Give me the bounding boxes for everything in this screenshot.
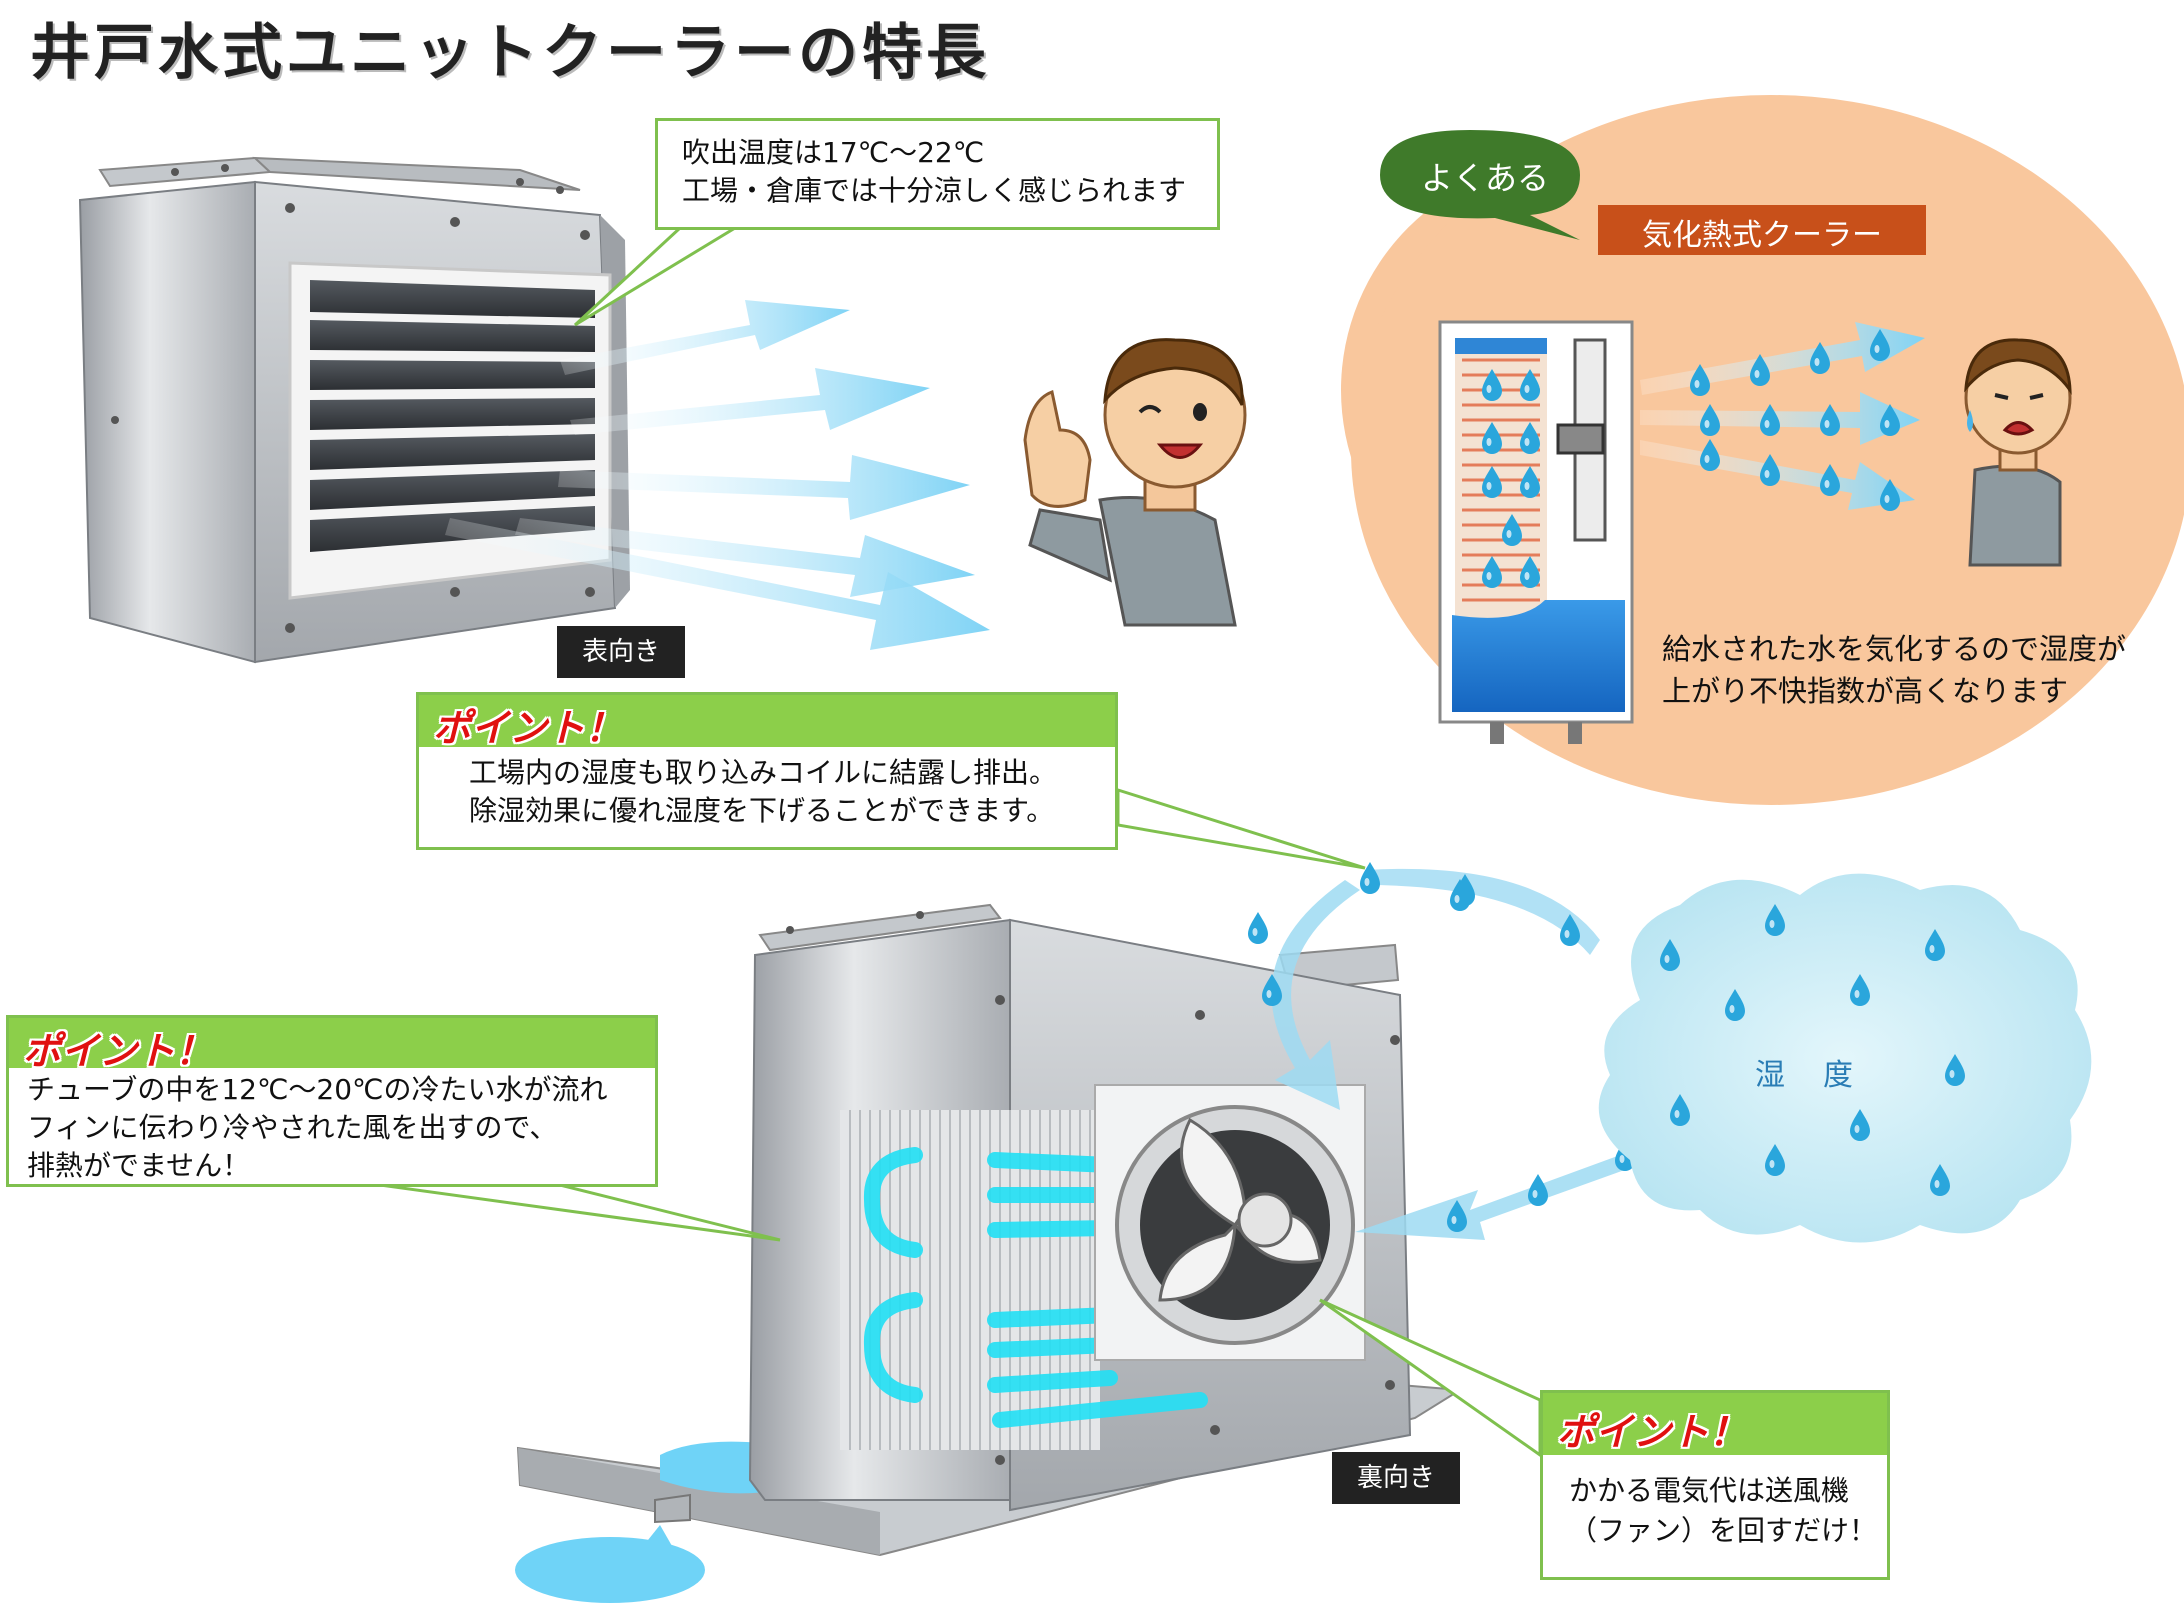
point3-callout: ポイント！ かかる電気代は送風機 （ファン）を回すだけ！ xyxy=(1540,1390,1890,1580)
outlet-temp-line1: 吹出温度は17℃～22℃ xyxy=(682,136,985,169)
point1-header: ポイント！ xyxy=(419,695,1115,750)
front-unit-cooler xyxy=(78,156,630,664)
point1-head-text: ポイント！ xyxy=(433,706,624,750)
point2-line2: フィンに伝わり冷やされた風を出すので、 xyxy=(27,1111,558,1144)
front-view-label: 表向き xyxy=(557,626,685,678)
humidity-label: 湿 度 xyxy=(1755,1058,1857,1093)
happy-worker-figure xyxy=(1023,338,1247,627)
common-cooler-panel xyxy=(1341,95,2184,805)
point1-line1: 工場内の湿度も取り込みコイルに結露し排出。 xyxy=(469,756,1058,789)
callout-connectors xyxy=(379,787,1542,1458)
common-bubble-text: よくある xyxy=(1420,159,1549,197)
point2-callout: ポイント！ チューブの中を12℃～20℃の冷たい水が流れ フィンに伝わり冷やされ… xyxy=(6,1015,658,1187)
point3-head-text: ポイント！ xyxy=(1557,1410,1748,1454)
humidity-cloud xyxy=(1598,873,2092,1243)
back-view-label: 裏向き xyxy=(1332,1452,1460,1504)
point1-line2: 除湿効果に優れ湿度を下げることができます。 xyxy=(469,794,1055,827)
point3-header: ポイント！ xyxy=(1543,1393,1887,1455)
cool-air-arrows xyxy=(445,300,990,650)
page-title: 井戸水式ユニットクーラーの特長 xyxy=(30,18,990,88)
evaporative-desc: 給水された水を気化するので湿度が 上がり不快指数が高くなります xyxy=(1662,628,2126,712)
back-unit-cooler xyxy=(515,862,1680,1603)
evaporative-desc-line1: 給水された水を気化するので湿度が xyxy=(1662,632,2127,666)
point3-line1: かかる電気代は送風機 xyxy=(1569,1474,1850,1507)
point1-callout: ポイント！ 工場内の湿度も取り込みコイルに結露し排出。 除湿効果に優れ湿度を下げ… xyxy=(416,692,1118,850)
point2-head-text: ポイント！ xyxy=(23,1029,214,1073)
outlet-temp-callout: 吹出温度は17℃～22℃ 工場・倉庫では十分涼しく感じられます xyxy=(655,118,1220,230)
point3-line2: （ファン）を回すだけ！ xyxy=(1569,1514,1878,1547)
point2-line3: 排熱がでません！ xyxy=(27,1149,251,1182)
evaporative-desc-line2: 上がり不快指数が高くなります xyxy=(1662,674,2069,708)
outlet-temp-line2: 工場・倉庫では十分涼しく感じられます xyxy=(682,174,1187,207)
point2-line1: チューブの中を12℃～20℃の冷たい水が流れ xyxy=(27,1073,608,1106)
evaporative-cooler-label: 気化熱式クーラー xyxy=(1642,218,1882,253)
point2-header: ポイント！ xyxy=(9,1018,655,1073)
